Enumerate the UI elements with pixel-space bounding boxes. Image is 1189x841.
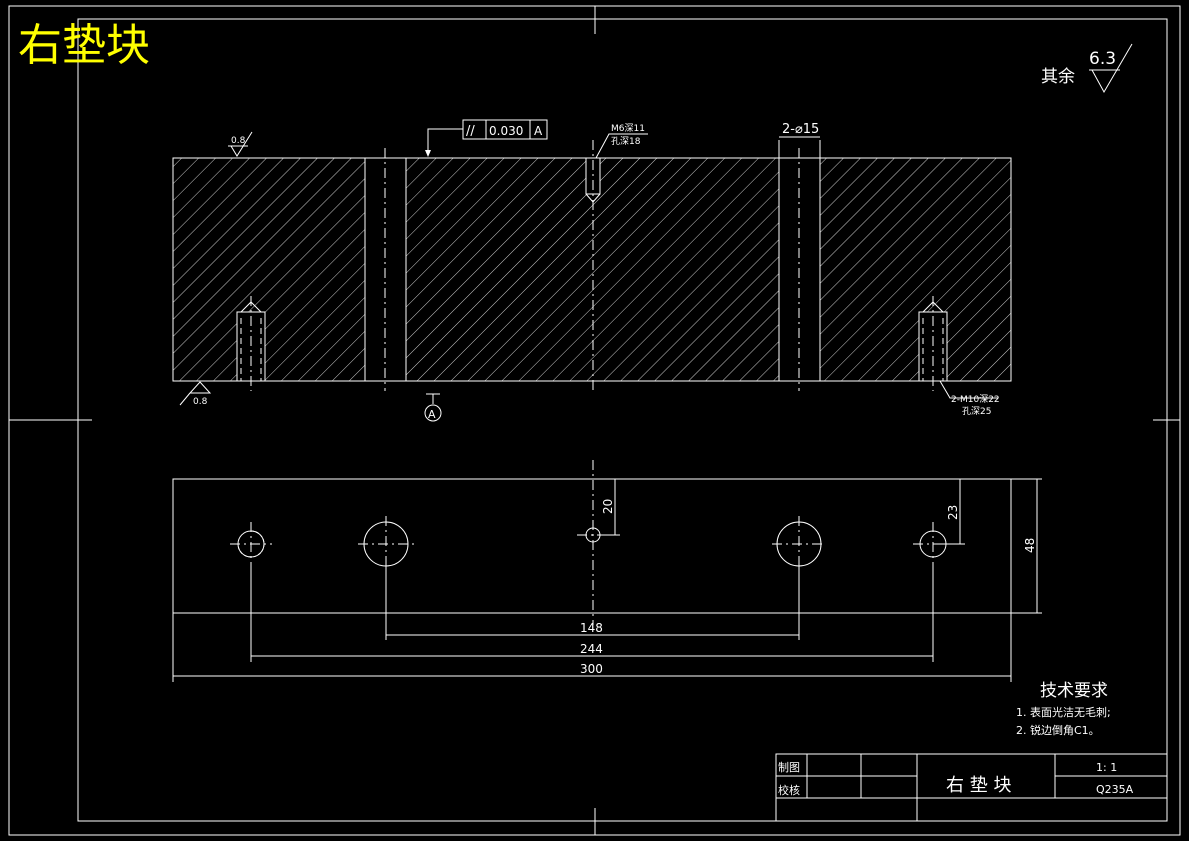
leader-line — [939, 380, 998, 399]
dim-300: 300 — [580, 662, 603, 676]
parallelism-symbol: // — [466, 124, 475, 139]
tolerance-datum: A — [534, 124, 543, 138]
label-drawn: 制图 — [778, 761, 800, 774]
tapped-hole-note-1: M6深11 — [611, 123, 645, 134]
roughness-symbol-icon — [179, 381, 212, 406]
leader-line — [595, 133, 648, 159]
tolerance-value: 0.030 — [489, 124, 523, 138]
leader-line — [427, 128, 463, 152]
roughness-top-value: 0.8 — [231, 136, 246, 146]
title-block-frame — [775, 753, 1168, 822]
dim-23: 23 — [946, 505, 960, 520]
dim-20: 20 — [601, 499, 615, 514]
roughness-other-value: 6.3 — [1089, 49, 1116, 69]
tapped-hole-m10-left — [236, 311, 266, 382]
hatch-region-3 — [820, 158, 1011, 381]
title-block: 制图 校核 右 垫 块 1: 1 Q235A — [775, 753, 1168, 822]
datum-circle — [424, 404, 442, 422]
dim-148: 148 — [580, 621, 603, 635]
roughness-other-label: 其余 — [1041, 67, 1075, 87]
bottom-hole-note-2: 孔深25 — [962, 406, 991, 417]
hatch-region-1 — [173, 158, 365, 381]
datum-label: A — [428, 408, 436, 421]
scale-value: 1: 1 — [1096, 761, 1117, 774]
thread-arc — [237, 530, 265, 558]
plan-outline — [172, 478, 1012, 614]
section-view — [172, 140, 1012, 391]
material-value: Q235A — [1096, 783, 1134, 796]
plan-view — [172, 460, 1012, 625]
sheet-outer-border — [8, 5, 1181, 836]
roughness-symbol-icon — [228, 131, 253, 157]
dim-244: 244 — [580, 642, 603, 656]
arrow-icon — [425, 150, 431, 157]
dim-48: 48 — [1023, 538, 1037, 553]
roughness-symbol-icon — [1089, 43, 1133, 94]
bottom-hole-note-1: 2-M10深22 — [951, 394, 1000, 405]
tech-requirement-2: 2. 锐边倒角C1。 — [1016, 723, 1100, 737]
tapped-hole-note-2: 孔深18 — [611, 136, 641, 147]
label-checked: 校核 — [778, 783, 800, 797]
part-name: 右 垫 块 — [946, 775, 1011, 796]
tech-requirements-heading: 技术要求 — [1040, 681, 1108, 701]
hole-dim-note: 2-⌀15 — [782, 122, 819, 137]
tech-requirement-1: 1. 表面光洁无毛刺; — [1016, 705, 1111, 719]
drawing-title: 右垫块 — [18, 20, 150, 71]
roughness-bottom-value: 0.8 — [193, 397, 208, 407]
